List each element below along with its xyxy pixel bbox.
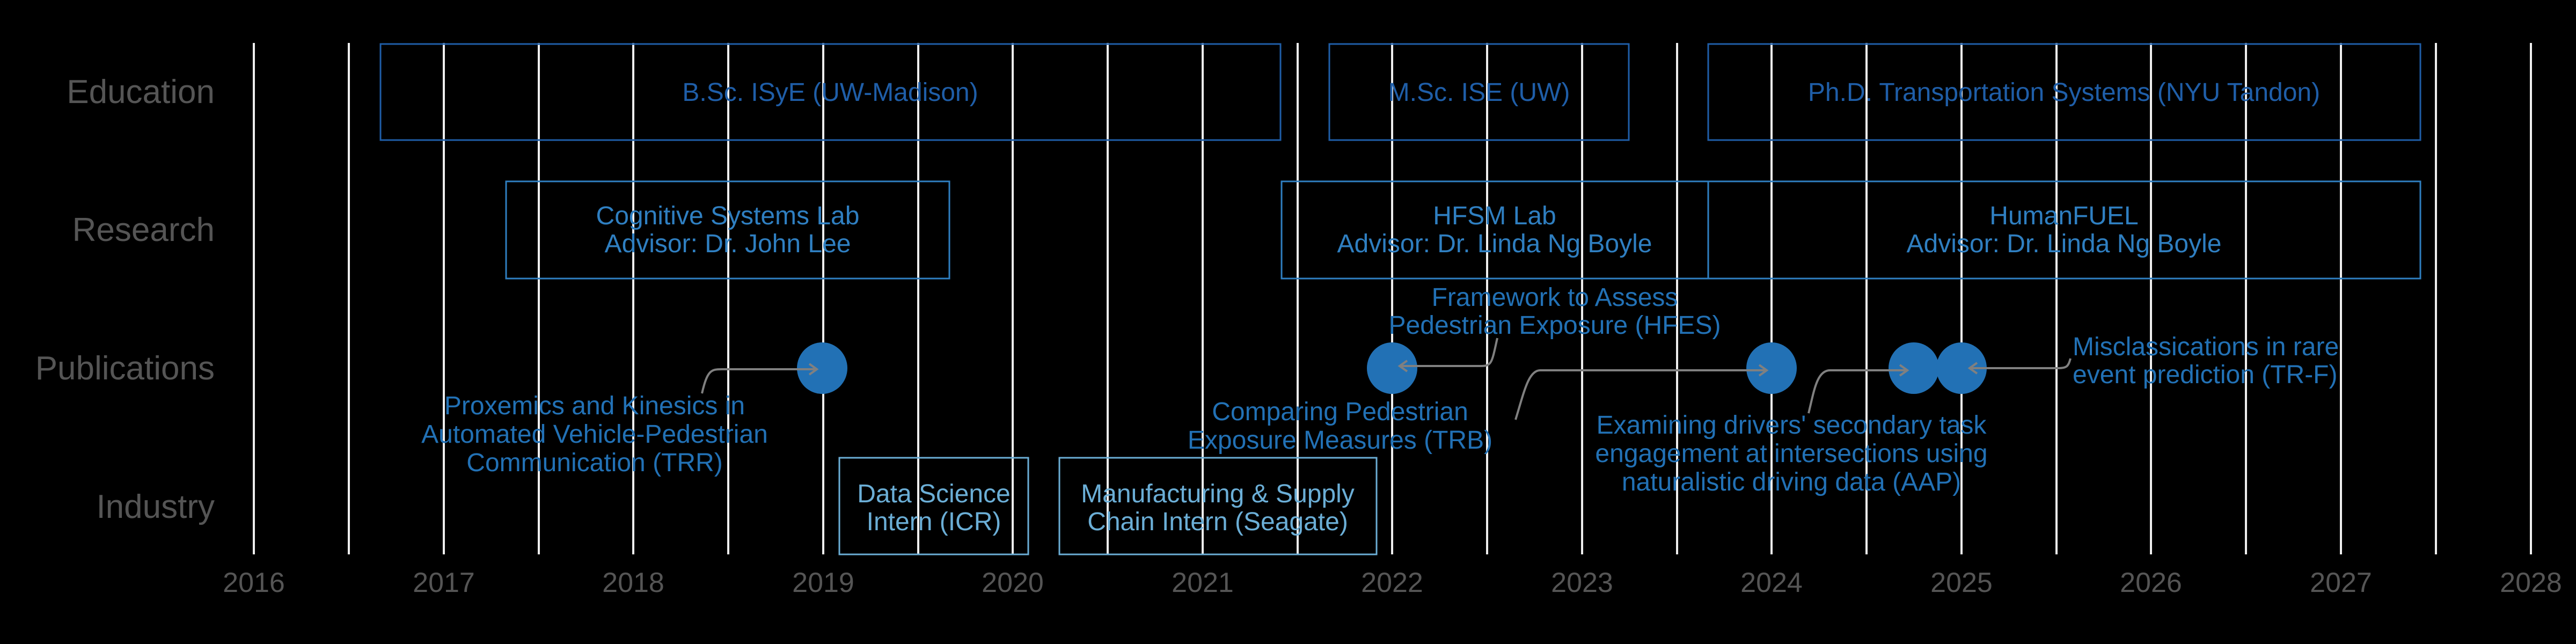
x-tick-label: 2021: [1172, 567, 1234, 598]
publication-title-line: engagement at intersections using: [1595, 440, 1987, 468]
research-advisor: Advisor: Dr. Linda Ng Boyle: [1337, 230, 1652, 258]
industry-row: Data Science Intern (ICR) Manufacturing …: [838, 457, 1378, 555]
x-tick-label: 2016: [223, 567, 285, 598]
row-labels: Education Research Publications Industry: [35, 74, 215, 525]
publication-hfes[interactable]: Framework to Assess Pedestrian Exposure …: [1389, 283, 1721, 340]
education-msc[interactable]: M.Sc. ISE (UW): [1328, 43, 1630, 141]
arrow-head-icon: [1397, 360, 1408, 372]
x-tick-label: 2022: [1361, 567, 1423, 598]
arrow-head-icon: [1967, 362, 1978, 375]
row-label-publications: Publications: [35, 350, 215, 387]
education-phd-label: Ph.D. Transportation Systems (NYU Tandon…: [1808, 78, 2320, 107]
publication-trf[interactable]: Misclassications in rare event predictio…: [2073, 333, 2339, 389]
connector-hfes: [1401, 338, 1498, 367]
row-label-education: Education: [67, 74, 215, 111]
industry-company: Intern (ICR): [867, 508, 1001, 536]
x-tick-label: 2019: [792, 567, 854, 598]
x-tick-label: 2023: [1551, 567, 1613, 598]
publication-title-line: Proxemics and Kinesics in: [444, 392, 745, 420]
publication-labels: Proxemics and Kinesics in Automated Vehi…: [421, 283, 2339, 496]
arrow-head-icon: [1758, 364, 1769, 377]
industry-role: Manufacturing & Supply: [1081, 480, 1355, 508]
industry-company: Chain Intern (Seagate): [1087, 508, 1348, 536]
publication-markers: [797, 342, 1987, 394]
publication-connectors: [701, 338, 2072, 420]
publication-title-line: event prediction (TR-F): [2073, 361, 2337, 389]
x-tick-label: 2028: [2500, 567, 2562, 598]
x-tick-label: 2026: [2120, 567, 2182, 598]
x-tick-label: 2018: [602, 567, 664, 598]
x-axis: 2016 2017 2018 2019 2020 2021 2022 2023 …: [223, 567, 2562, 598]
publication-title-line: Pedestrian Exposure (HFES): [1389, 311, 1721, 340]
industry-role: Data Science: [857, 480, 1011, 508]
x-tick-label: 2024: [1740, 567, 1803, 598]
education-phd[interactable]: Ph.D. Transportation Systems (NYU Tandon…: [1707, 43, 2421, 141]
research-advisor: Advisor: Dr. Linda Ng Boyle: [1907, 230, 2222, 258]
publication-title-line: Comparing Pedestrian: [1212, 398, 1468, 426]
publication-marker-hfes[interactable]: [1367, 342, 1417, 394]
row-label-industry: Industry: [96, 488, 215, 525]
research-lab-name: HumanFUEL: [1989, 202, 2138, 230]
connector-trf: [1971, 358, 2072, 369]
research-hfsm-lab[interactable]: HFSM Lab Advisor: Dr. Linda Ng Boyle: [1280, 180, 1709, 280]
publication-marker-trr[interactable]: [797, 342, 847, 394]
publication-title-line: Examining drivers' secondary task: [1597, 411, 1987, 440]
research-lab-name: HFSM Lab: [1433, 202, 1556, 230]
education-row: B.Sc. ISyE (UW-Madison) M.Sc. ISE (UW) P…: [379, 43, 2421, 141]
publication-marker-aap[interactable]: [1889, 342, 1939, 394]
publication-title-line: Framework to Assess: [1432, 283, 1678, 312]
publication-aap[interactable]: Examining drivers' secondary task engage…: [1595, 411, 1987, 496]
publication-marker-trf[interactable]: [1936, 342, 1987, 394]
industry-icr-intern[interactable]: Data Science Intern (ICR): [838, 457, 1029, 555]
publication-title-line: Misclassications in rare: [2073, 333, 2339, 361]
x-tick-label: 2020: [982, 567, 1044, 598]
publication-title-line: Automated Vehicle-Pedestrian: [421, 420, 768, 449]
education-msc-label: M.Sc. ISE (UW): [1388, 78, 1570, 107]
row-label-research: Research: [72, 211, 215, 248]
publication-marker-trb[interactable]: [1746, 342, 1797, 394]
x-tick-label: 2025: [1930, 567, 1993, 598]
publication-trb[interactable]: Comparing Pedestrian Exposure Measures (…: [1188, 398, 1492, 455]
research-advisor: Advisor: Dr. John Lee: [605, 230, 851, 258]
research-humanfuel[interactable]: HumanFUEL Advisor: Dr. Linda Ng Boyle: [1707, 180, 2421, 280]
publication-title-line: Communication (TRR): [466, 449, 722, 477]
education-bsc-label: B.Sc. ISyE (UW-Madison): [682, 78, 978, 107]
arrow-head-icon: [1899, 364, 1909, 377]
research-cognitive-systems-lab[interactable]: Cognitive Systems Lab Advisor: Dr. John …: [505, 180, 950, 280]
industry-seagate-intern[interactable]: Manufacturing & Supply Chain Intern (Sea…: [1058, 457, 1378, 555]
arrow-head-icon: [808, 363, 819, 376]
education-bsc[interactable]: B.Sc. ISyE (UW-Madison): [379, 43, 1282, 141]
connector-trr: [701, 368, 815, 394]
x-tick-label: 2027: [2310, 567, 2372, 598]
connector-trb: [1514, 369, 1766, 420]
publication-title-line: naturalistic driving data (AAP): [1622, 468, 1961, 496]
publication-title-line: Exposure Measures (TRB): [1188, 426, 1492, 455]
research-lab-name: Cognitive Systems Lab: [596, 202, 860, 230]
publication-trr[interactable]: Proxemics and Kinesics in Automated Vehi…: [421, 392, 768, 477]
connector-aap: [1807, 369, 1906, 414]
gridlines: [253, 43, 2532, 554]
x-tick-label: 2017: [413, 567, 475, 598]
research-row: Cognitive Systems Lab Advisor: Dr. John …: [505, 180, 2421, 280]
